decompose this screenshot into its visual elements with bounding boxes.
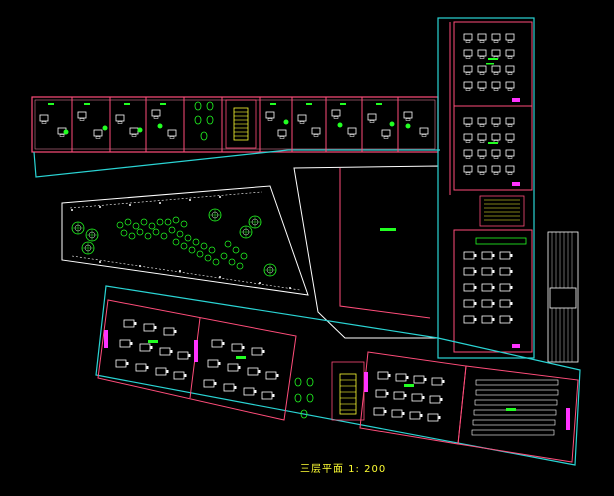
shrub-mass	[116, 216, 248, 270]
exterior-ramp	[547, 231, 579, 363]
stair-top-wing	[225, 99, 257, 149]
stair-right-wing	[479, 195, 525, 227]
classroom-wing-bottom	[95, 285, 581, 466]
classroom-wing-right	[437, 17, 579, 363]
drawing-title: 三层平面 1: 200	[300, 464, 387, 475]
courtyard-garden	[61, 185, 309, 296]
stair-bottom-wing	[331, 361, 365, 421]
office-wing-top	[31, 96, 440, 178]
central-hall	[293, 165, 439, 339]
